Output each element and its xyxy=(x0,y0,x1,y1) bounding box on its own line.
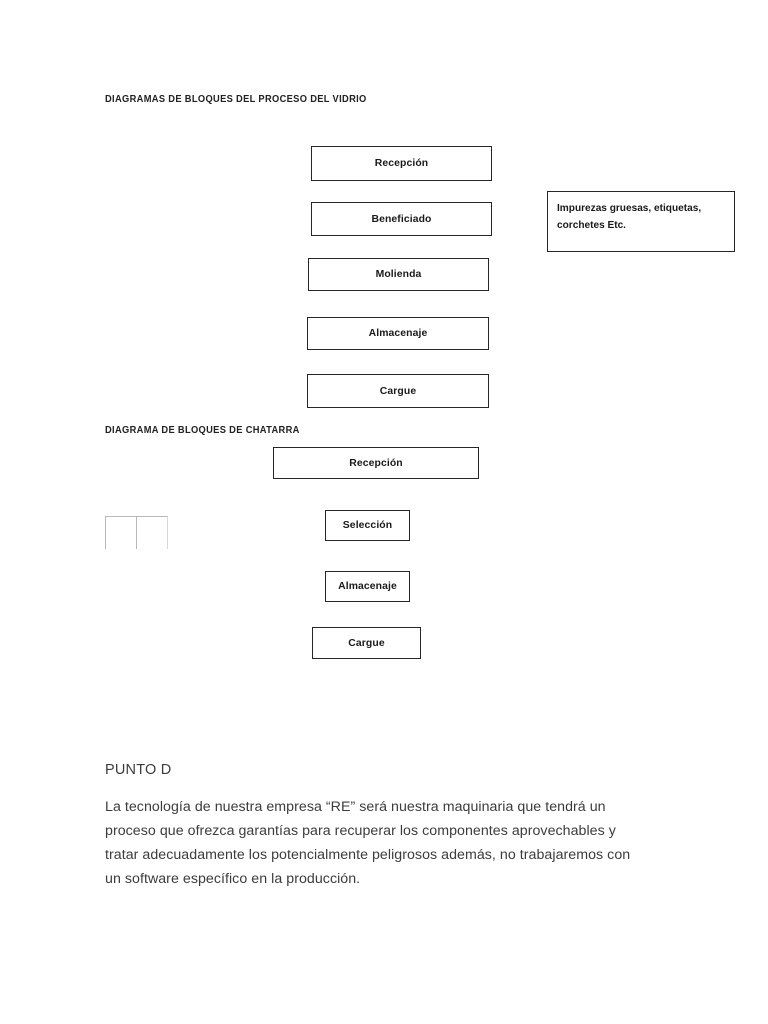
vidrio-note-impurezas: Impurezas gruesas, etiquetas, corchetes … xyxy=(547,191,735,252)
vidrio-step-almacenaje-label: Almacenaje xyxy=(368,328,428,339)
punto-d-paragraph-line-1: La tecnología de nuestra empresa “RE” se… xyxy=(105,799,606,815)
empty-table-cell-2 xyxy=(137,517,168,549)
heading-proceso-vidrio: DIAGRAMAS DE BLOQUES DEL PROCESO DEL VID… xyxy=(105,94,367,105)
punto-d-title: PUNTO D xyxy=(105,762,172,778)
chatarra-step-seleccion-label: Selección xyxy=(342,520,393,531)
vidrio-step-beneficiado-label: Beneficiado xyxy=(371,213,432,225)
chatarra-step-cargue: Cargue xyxy=(312,627,421,659)
vidrio-note-line-1: Impurezas gruesas, etiquetas, xyxy=(557,203,702,214)
heading-bloques-chatarra: DIAGRAMA DE BLOQUES DE CHATARRA xyxy=(105,425,300,436)
punto-d-paragraph-line-2: proceso que ofrezca garantías para recup… xyxy=(105,823,616,839)
vidrio-step-recepcion: Recepción xyxy=(311,146,492,181)
vidrio-step-molienda: Molienda xyxy=(308,258,489,291)
vidrio-step-beneficiado: Beneficiado xyxy=(311,202,492,236)
vidrio-step-cargue-label: Cargue xyxy=(379,385,417,397)
vidrio-step-molienda-label: Molienda xyxy=(375,269,422,280)
vidrio-step-cargue: Cargue xyxy=(307,374,489,408)
chatarra-step-cargue-label: Cargue xyxy=(348,637,385,649)
chatarra-step-recepcion-label: Recepción xyxy=(349,457,403,469)
vidrio-note-line-2: corchetes Etc. xyxy=(557,220,626,231)
punto-d-paragraph-line-3: tratar adecuadamente los potencialmente … xyxy=(105,847,631,863)
chatarra-step-recepcion: Recepción xyxy=(273,447,479,479)
empty-table-cell-1 xyxy=(106,517,137,549)
punto-d-paragraph: La tecnología de nuestra empresa “RE” se… xyxy=(105,795,685,891)
chatarra-step-seleccion: Selección xyxy=(325,510,410,541)
chatarra-step-almacenaje-label: Almacenaje xyxy=(338,581,397,592)
chatarra-step-almacenaje: Almacenaje xyxy=(325,571,410,602)
punto-d-paragraph-line-4: un software específico en la producción. xyxy=(105,871,361,887)
vidrio-step-recepcion-label: Recepción xyxy=(374,158,429,169)
vidrio-step-almacenaje: Almacenaje xyxy=(307,317,489,350)
empty-table-stub xyxy=(105,516,168,549)
